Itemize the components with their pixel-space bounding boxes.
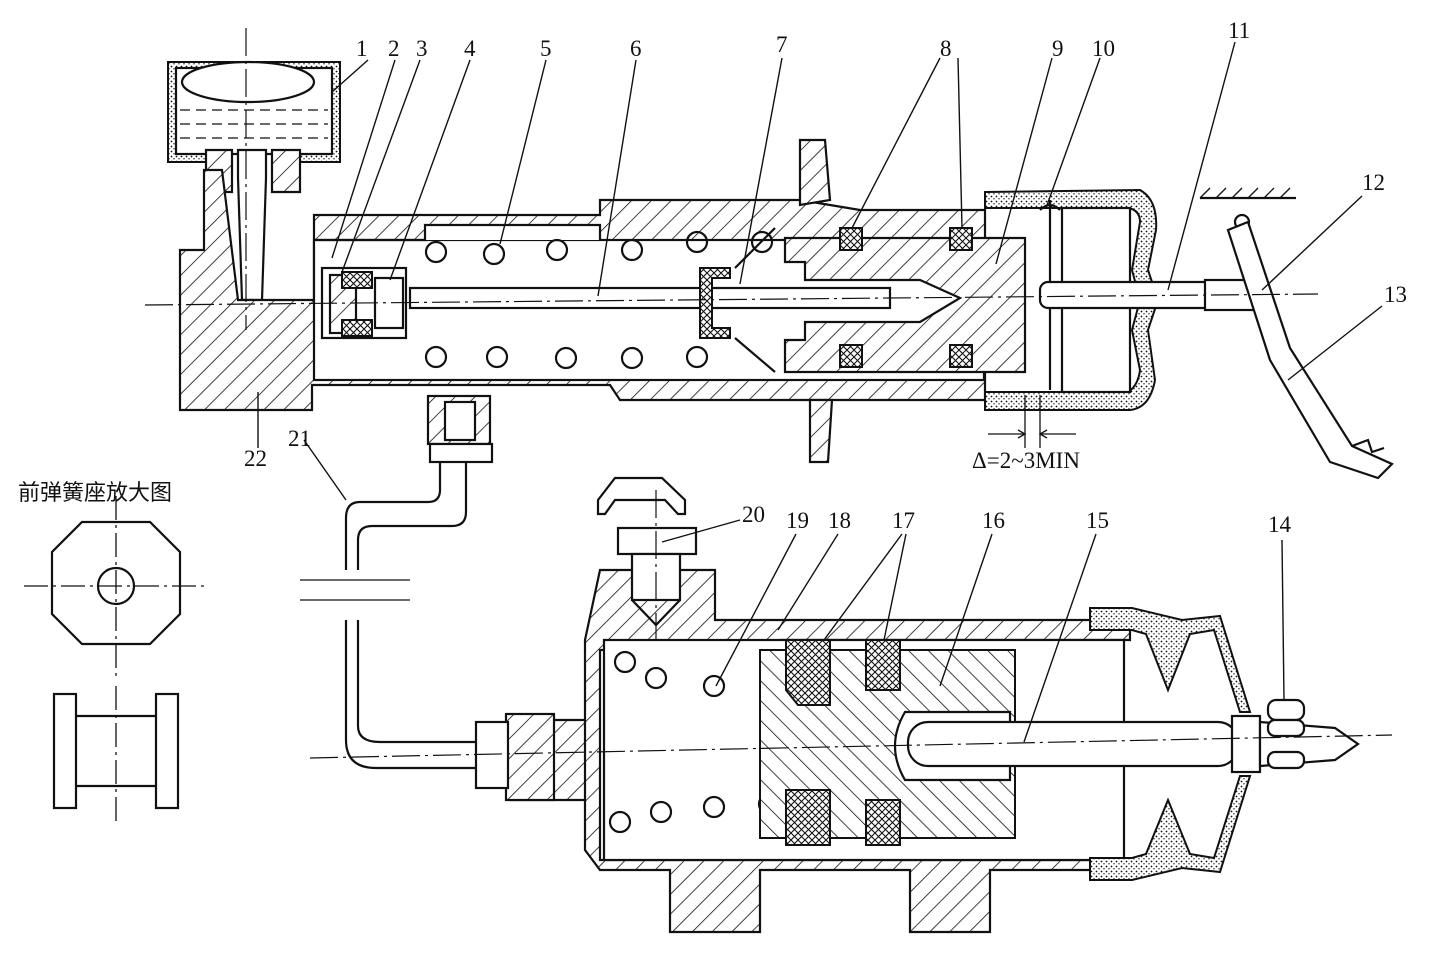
label-12: 12 <box>1362 170 1385 195</box>
slave-cylinder <box>474 476 1360 934</box>
dust-boot-slave <box>1089 607 1252 713</box>
label-7: 7 <box>776 32 788 57</box>
master-piston <box>783 236 1027 374</box>
reservoir <box>167 60 341 302</box>
inset-title: 前弹簧座放大图 <box>18 481 172 506</box>
return-spring <box>424 230 774 370</box>
slave-seal-2 <box>865 639 901 691</box>
bleeder-valve <box>596 476 687 516</box>
dust-boot-master <box>984 188 1160 411</box>
label-22: 22 <box>244 446 267 471</box>
slave-seal-1 <box>785 639 831 706</box>
clearance-annotation: Δ=2~3MIN <box>972 448 1080 473</box>
label-16: 16 <box>982 508 1005 533</box>
label-5: 5 <box>540 36 552 61</box>
label-18: 18 <box>828 508 851 533</box>
label-2: 2 <box>388 36 400 61</box>
slave-push-rod <box>906 720 1240 768</box>
label-1: 1 <box>356 36 368 61</box>
label-19: 19 <box>786 508 809 533</box>
label-17: 17 <box>892 508 915 533</box>
inset-front-spring-seat <box>24 496 206 822</box>
label-10: 10 <box>1092 36 1115 61</box>
label-14: 14 <box>1268 512 1292 537</box>
label-15: 15 <box>1086 508 1109 533</box>
master-cylinder <box>167 60 1394 480</box>
label-8: 8 <box>940 36 952 61</box>
label-20: 20 <box>742 502 765 527</box>
label-6: 6 <box>630 36 642 61</box>
label-11: 11 <box>1228 18 1250 43</box>
push-rod <box>408 286 892 310</box>
clutch-pedal <box>1199 187 1394 480</box>
hydraulic-line <box>344 462 442 570</box>
label-9: 9 <box>1052 36 1064 61</box>
label-13: 13 <box>1384 282 1407 307</box>
piston-seal-right <box>949 227 973 251</box>
label-4: 4 <box>464 36 476 61</box>
label-3: 3 <box>416 36 428 61</box>
piston-seal-left <box>839 227 863 251</box>
adjusting-nut <box>1266 698 1306 722</box>
label-21: 21 <box>288 426 311 451</box>
